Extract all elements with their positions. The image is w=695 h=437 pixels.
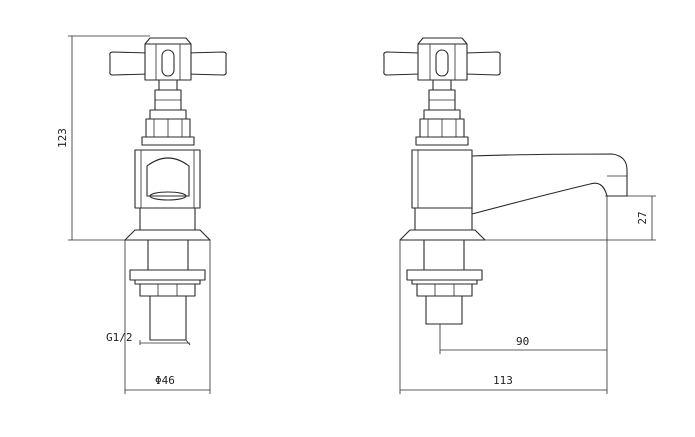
dimension-total-depth-label: 113 bbox=[493, 374, 513, 387]
dimension-spout-reach: 90 bbox=[439, 196, 608, 354]
dimension-total-depth: 113 bbox=[399, 240, 608, 394]
front-view bbox=[109, 37, 227, 341]
dimension-base-diameter-label: Φ46 bbox=[155, 374, 175, 387]
dimension-spout-height-label: 27 bbox=[636, 211, 649, 224]
dimension-thread: G1/2 bbox=[106, 331, 191, 346]
dimension-height: 123 bbox=[56, 35, 150, 241]
front-body bbox=[134, 149, 201, 209]
dimension-base-diameter: Φ46 bbox=[124, 240, 211, 394]
dimension-spout-height: 27 bbox=[485, 195, 656, 241]
spout bbox=[471, 153, 628, 215]
side-cross-handle bbox=[383, 37, 501, 81]
front-cross-handle bbox=[109, 37, 227, 81]
dimension-spout-reach-label: 90 bbox=[516, 335, 529, 348]
dimension-thread-label: G1/2 bbox=[106, 331, 133, 344]
side-view bbox=[383, 37, 628, 325]
dimension-height-label: 123 bbox=[56, 128, 69, 148]
